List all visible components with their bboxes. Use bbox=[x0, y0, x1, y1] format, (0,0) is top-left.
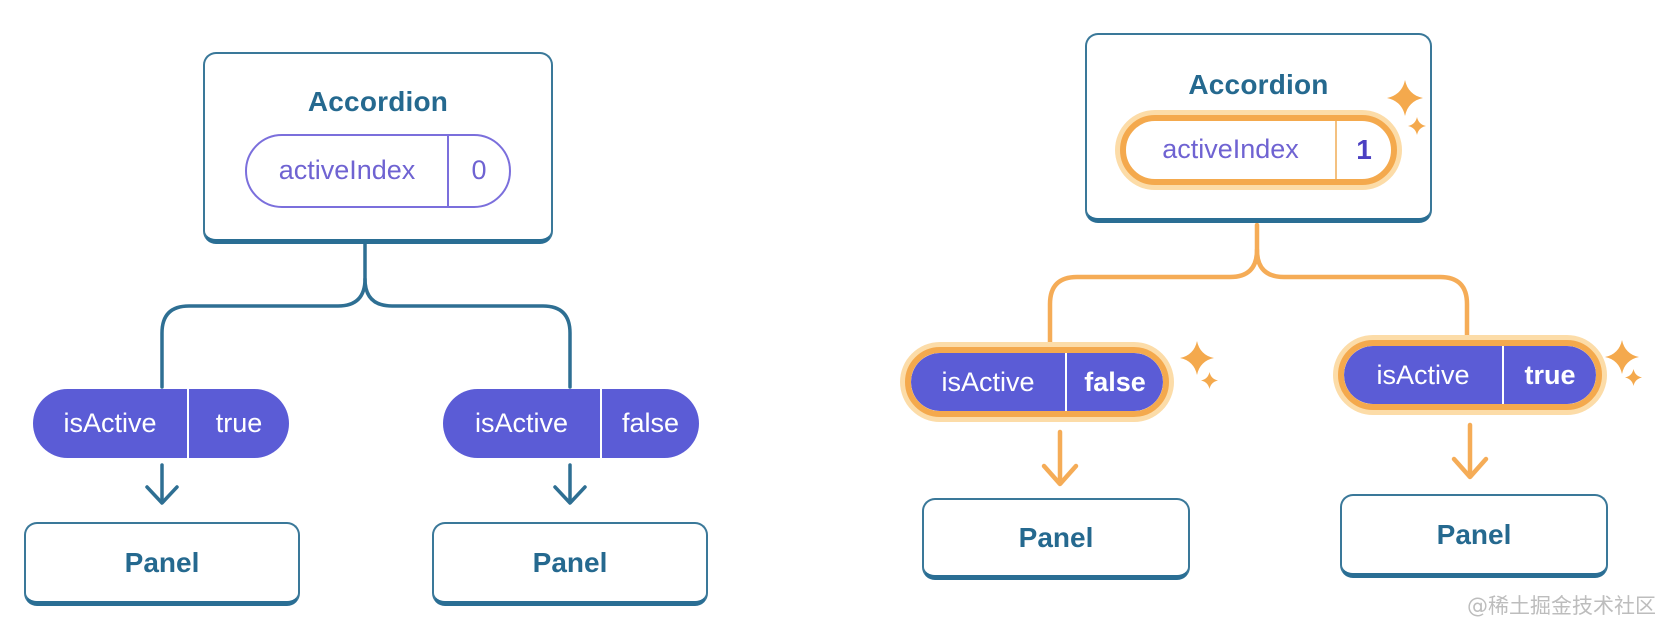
accordion-node-left: Accordion activeIndex 0 bbox=[203, 52, 553, 244]
sparkle-icon bbox=[1387, 80, 1423, 116]
prop-pill-label: isActive bbox=[63, 408, 157, 438]
prop-pill-label: isActive bbox=[1376, 359, 1470, 390]
prop-pill-label: isActive bbox=[941, 366, 1035, 397]
prop-pill-value: true bbox=[1524, 359, 1576, 390]
prop-pill-isactive: isActive true bbox=[1344, 346, 1596, 404]
watermark: @稀土掘金技术社区 bbox=[1467, 594, 1656, 618]
prop-pill-isactive-highlighted: isActive true bbox=[1338, 340, 1602, 410]
panel-title: Panel bbox=[1436, 518, 1512, 550]
arrow-head-icon bbox=[145, 485, 179, 505]
prop-pill-label: isActive bbox=[474, 408, 569, 438]
arrow-head-icon bbox=[553, 485, 587, 505]
panel-title: Panel bbox=[532, 546, 608, 578]
state-pill-label: activeIndex bbox=[1162, 134, 1299, 164]
prop-pill-isactive-highlighted: isActive false bbox=[905, 347, 1169, 417]
prop-pill-isactive: isActive true bbox=[33, 389, 289, 458]
accordion-title: Accordion bbox=[1188, 68, 1329, 100]
pill-divider bbox=[1502, 346, 1504, 404]
state-pill-value: 0 bbox=[447, 135, 509, 206]
sparkle-icon bbox=[1180, 341, 1214, 375]
state-pill-value: 1 bbox=[1335, 120, 1391, 179]
prop-pill-value: false bbox=[621, 408, 680, 438]
prop-pill-value: true bbox=[215, 408, 263, 438]
panel-title: Panel bbox=[124, 546, 200, 578]
prop-pill-isactive: isActive false bbox=[911, 353, 1163, 411]
accordion-node-right: Accordion activeIndex 1 bbox=[1085, 33, 1432, 223]
arrow-head-icon bbox=[1041, 463, 1079, 487]
sparkle-icon bbox=[1408, 117, 1426, 135]
state-pill-label: activeIndex bbox=[278, 155, 416, 185]
state-pill-activeindex: activeIndex 0 bbox=[245, 133, 511, 208]
prop-pill-isactive: isActive false bbox=[443, 389, 699, 458]
pill-divider bbox=[1065, 353, 1067, 411]
panel-node: Panel bbox=[24, 522, 300, 606]
panel-title: Panel bbox=[1018, 521, 1094, 553]
sparkle-icon bbox=[1625, 369, 1642, 386]
panel-node: Panel bbox=[1340, 494, 1608, 578]
sparkle-icon bbox=[1605, 340, 1639, 374]
left-tree-connector bbox=[145, 242, 587, 505]
pill-divider bbox=[187, 389, 189, 458]
sparkle-icon bbox=[1201, 372, 1218, 389]
panel-node: Panel bbox=[432, 522, 708, 606]
arrow-head-icon bbox=[1451, 456, 1489, 480]
prop-pill-value: false bbox=[1084, 366, 1146, 397]
state-pill-activeindex-highlighted: activeIndex 1 bbox=[1120, 114, 1397, 185]
accordion-title: Accordion bbox=[307, 85, 449, 117]
pill-divider bbox=[600, 389, 602, 458]
panel-node: Panel bbox=[922, 498, 1190, 580]
